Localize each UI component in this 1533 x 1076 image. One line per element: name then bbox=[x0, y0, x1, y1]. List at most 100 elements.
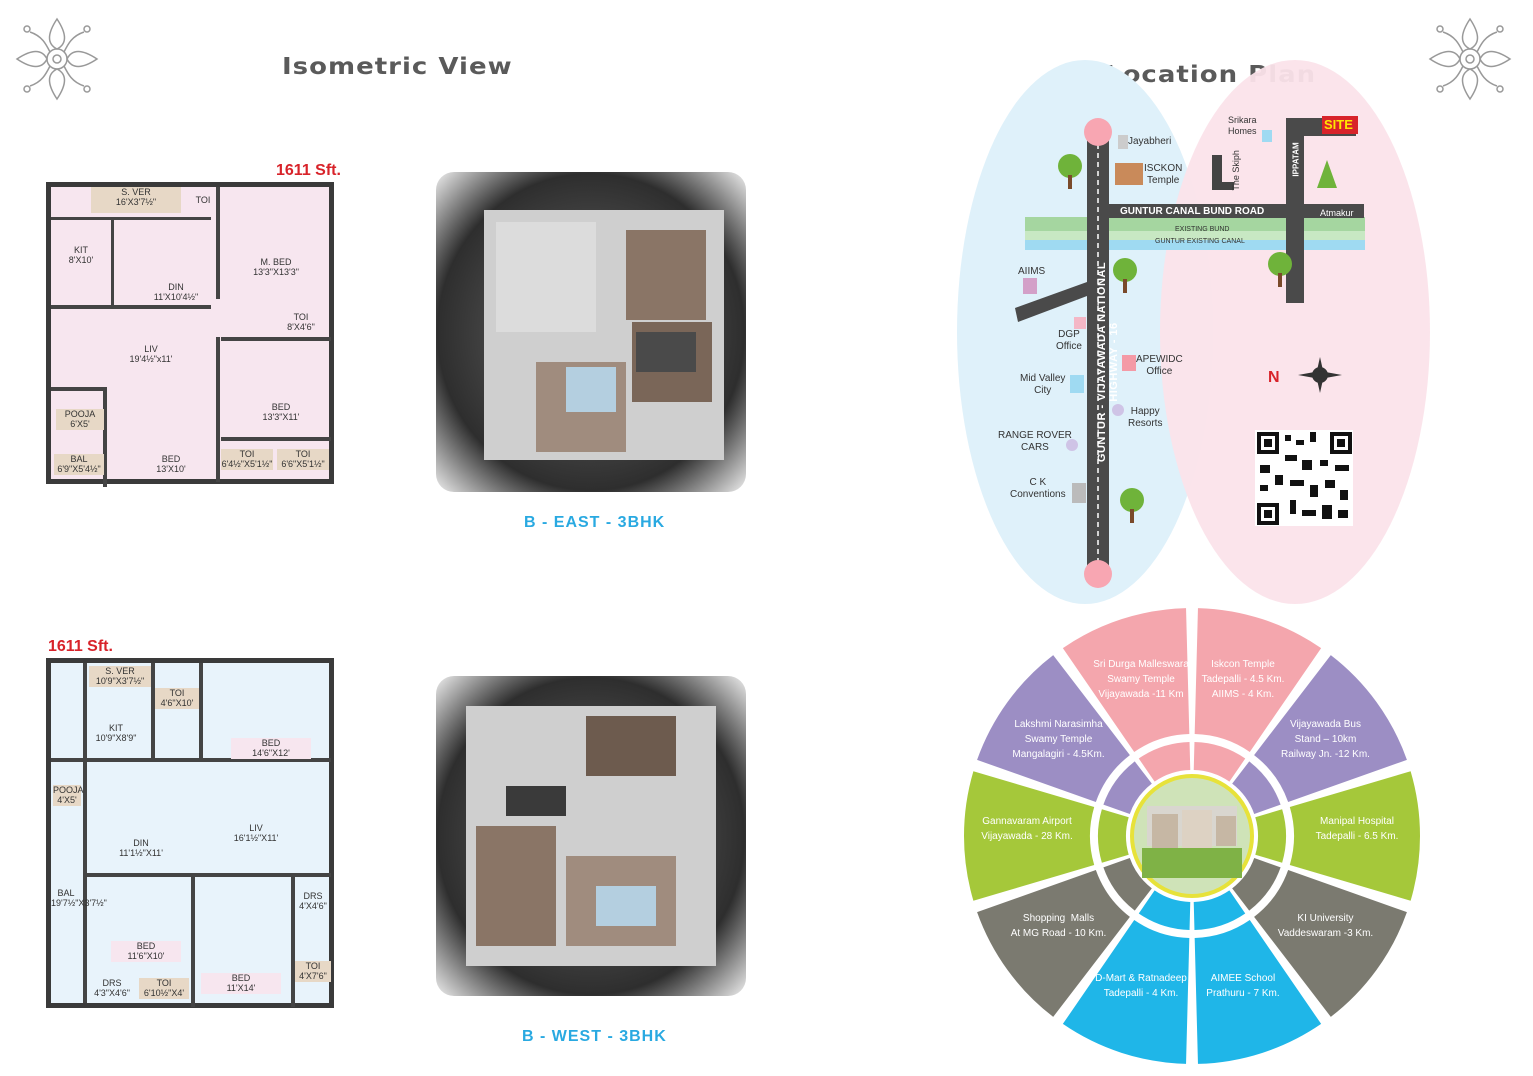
room-dimension: 16'X3'7½" bbox=[115, 197, 157, 208]
map-label-atmakur: Atmakur bbox=[1320, 208, 1354, 218]
room-dimension: 16'1½"X11' bbox=[233, 833, 279, 844]
wheel-segment bbox=[1062, 920, 1190, 1064]
wheel-segment-label: Gannavaram Airport Vijayawada - 28 Km. bbox=[981, 816, 1073, 842]
room-name: KIT bbox=[108, 723, 123, 733]
room-dimension: 6'4½"X5'1½" bbox=[221, 459, 273, 470]
room-name: DRS bbox=[303, 891, 323, 901]
wheel-inner-segment bbox=[1138, 890, 1191, 930]
wheel-segment bbox=[977, 655, 1130, 802]
site-marker bbox=[1322, 116, 1358, 134]
map-label-mid-valley: Mid Valley City bbox=[1020, 373, 1066, 396]
room-dimension: 4'3"X4'6" bbox=[94, 988, 130, 999]
room-name: BAL bbox=[70, 454, 88, 464]
canal-road-label: GUNTUR CANAL BUND ROAD bbox=[1120, 206, 1265, 217]
highway-end-marker bbox=[1084, 560, 1112, 588]
room-name: M. BED bbox=[260, 257, 292, 267]
room-name: BED bbox=[261, 738, 281, 748]
room-dimension: 13'3"X11' bbox=[262, 412, 300, 423]
room-dimension: 13'X10' bbox=[156, 464, 186, 475]
ippatam-label: IPPATAM bbox=[1291, 142, 1301, 177]
building-icon bbox=[1072, 483, 1086, 503]
east-plan-caption: B - EAST - 3BHK bbox=[524, 514, 666, 531]
highway-end-marker bbox=[1084, 118, 1112, 146]
room-dimension: 19'4½"x11' bbox=[129, 354, 173, 365]
compass-icon bbox=[1298, 357, 1342, 393]
building-icon bbox=[1070, 375, 1084, 393]
room-name: BED bbox=[161, 454, 181, 464]
map-label-range-rover: RANGE ROVER CARS bbox=[998, 430, 1072, 453]
map-label-srikara: Srikara Homes bbox=[1228, 115, 1257, 136]
room-name: KIT bbox=[73, 245, 88, 255]
map-label-aiims: AIIMS bbox=[1018, 266, 1046, 277]
tree-icon bbox=[1058, 154, 1292, 512]
resort-icon bbox=[1112, 404, 1124, 416]
wheel-inner-segment bbox=[1103, 761, 1152, 814]
wheel-segment-label: Sri Durga Malleswara Swamy Temple Vijaya… bbox=[1093, 659, 1189, 701]
room-dimension: 6'10½"X4' bbox=[143, 988, 185, 999]
wheel-segment-label: KI University Vaddeswaram -3 Km. bbox=[1277, 912, 1374, 939]
room-name: S. VER bbox=[121, 187, 151, 197]
wheel-segment-label: D-Mart & Ratnadeep Tadepalli - 4 Km. bbox=[1095, 972, 1187, 999]
wheel-segment-label: Lakshmi Narasimha Swamy Temple Mangalagi… bbox=[1012, 719, 1105, 760]
room-name: TOI bbox=[156, 978, 172, 988]
east-isometric-render bbox=[436, 172, 746, 492]
room-dimension: 4'X4'6" bbox=[299, 901, 327, 912]
room-dimension: 10'9"X8'9" bbox=[95, 733, 137, 744]
room-name: DIN bbox=[168, 282, 184, 292]
map-label-dgp: DGP Office bbox=[1056, 329, 1082, 352]
room-dimension: 8'X4'6" bbox=[287, 322, 315, 333]
wheel-segment-label: Shopping Malls At MG Road - 10 Km. bbox=[1010, 912, 1107, 939]
existing-canal-strip bbox=[1025, 240, 1365, 250]
room-name: TOI bbox=[169, 688, 185, 698]
wheel-segment bbox=[1289, 771, 1420, 901]
room-dimension: 4'6"X10' bbox=[160, 698, 194, 709]
wheel-segment bbox=[1254, 655, 1407, 802]
room-name: POOJA bbox=[53, 785, 84, 795]
map-right-oval bbox=[1160, 60, 1430, 604]
room-name: DIN bbox=[133, 838, 149, 848]
room-name: LIV bbox=[249, 823, 263, 833]
east-area-label: 1611 Sft. bbox=[276, 162, 341, 179]
wheel-inner-segment bbox=[1193, 742, 1246, 782]
room-dimension: 10'9"X3'7½" bbox=[95, 676, 145, 687]
aiims-road bbox=[1015, 282, 1087, 322]
map-label-iskcon: ISCKON Temple bbox=[1144, 163, 1183, 186]
room-dimension: 4'X5' bbox=[57, 795, 77, 806]
canal-bund-road bbox=[1025, 217, 1365, 231]
building-icon bbox=[1122, 355, 1136, 371]
temple-icon bbox=[1115, 163, 1143, 185]
north-label: N bbox=[1268, 369, 1280, 386]
building-icon bbox=[1262, 130, 1272, 142]
existing-bund-label: EXISTING BUND bbox=[1175, 226, 1230, 233]
room-dimension: 11'X14' bbox=[226, 983, 256, 994]
room-name: POOJA bbox=[64, 409, 96, 419]
room-name: TOI bbox=[239, 449, 255, 459]
room-name: LIV bbox=[144, 344, 158, 354]
existing-bund-strip bbox=[1025, 231, 1365, 240]
wheel-segment bbox=[977, 870, 1130, 1017]
wheel-inner-segment bbox=[1103, 858, 1152, 911]
room-dimension: 13'3"X13'3" bbox=[253, 267, 299, 278]
wheel-inner-segment bbox=[1232, 858, 1281, 911]
wheel-segment bbox=[1254, 870, 1407, 1017]
west-area-label: 1611 Sft. bbox=[48, 638, 113, 655]
room-name: TOI bbox=[295, 449, 311, 459]
map-label-ck: C K Conventions bbox=[1010, 477, 1066, 500]
wheel-segment bbox=[1194, 608, 1322, 752]
building-icon bbox=[1023, 278, 1037, 294]
decorative-ornament-icon bbox=[15, 17, 99, 101]
pine-tree-icon bbox=[1317, 160, 1337, 188]
site-label: SITE bbox=[1324, 117, 1353, 132]
wheel-inner-segment bbox=[1098, 809, 1129, 863]
room-name: S. VER bbox=[105, 666, 135, 676]
wheel-segment bbox=[1194, 920, 1322, 1064]
wheel-segment-label: AIMEE School Prathuru - 7 Km. bbox=[1206, 972, 1280, 999]
room-name: BED bbox=[136, 941, 156, 951]
room-dimension: 14'6"X12' bbox=[252, 748, 290, 759]
wheel-inner-segment bbox=[1255, 809, 1286, 863]
ippatam-road bbox=[1286, 118, 1304, 303]
map-label-skiph: The Skiph bbox=[1230, 150, 1241, 191]
west-isometric-render bbox=[436, 676, 746, 996]
